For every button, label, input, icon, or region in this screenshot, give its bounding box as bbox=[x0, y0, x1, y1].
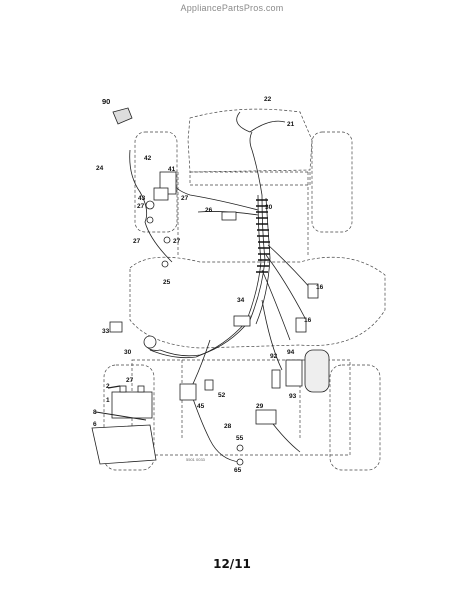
callout-label: 24 bbox=[96, 165, 104, 172]
callout-label: 41 bbox=[168, 166, 176, 173]
callout-label: 27 bbox=[137, 203, 145, 210]
wire-bundle bbox=[129, 111, 313, 463]
callout-label: 2 bbox=[106, 383, 110, 390]
callout-label: 21 bbox=[287, 121, 295, 128]
callout-label: 90 bbox=[102, 97, 110, 106]
callout-label: 42 bbox=[144, 155, 152, 162]
callout-label: 25 bbox=[163, 279, 171, 286]
callout-label: 45 bbox=[197, 403, 205, 410]
callout-label: 8 bbox=[93, 409, 97, 416]
callout-label: 94 bbox=[287, 349, 295, 356]
callout-labels: 90 22 21 24 42 41 43 27 27 27 27 26 30 2… bbox=[93, 96, 324, 474]
diagram-code: 5501 0033 bbox=[186, 457, 205, 462]
callout-label: 34 bbox=[237, 297, 245, 304]
callout-label: 33 bbox=[102, 328, 110, 335]
components bbox=[91, 107, 330, 466]
callout-label: 1 bbox=[106, 397, 110, 404]
callout-label: 22 bbox=[264, 96, 272, 103]
callout-label: 30 bbox=[124, 349, 132, 356]
callout-label: 27 bbox=[133, 238, 141, 245]
callout-label: 43 bbox=[138, 195, 146, 202]
callout-label: 28 bbox=[224, 423, 232, 430]
callout-label: 92 bbox=[270, 353, 278, 360]
callout-label: 52 bbox=[218, 392, 226, 399]
callout-label: 27 bbox=[173, 238, 181, 245]
callout-label: 26 bbox=[205, 207, 213, 214]
callout-label: 6 bbox=[93, 421, 97, 428]
callout-label: 55 bbox=[236, 435, 244, 442]
callout-label: 16 bbox=[304, 317, 312, 324]
loom-coil bbox=[256, 199, 270, 273]
callout-label: 27 bbox=[181, 195, 189, 202]
page-number: 12/11 bbox=[213, 557, 251, 571]
callout-label: 27 bbox=[126, 377, 134, 384]
callout-label: 29 bbox=[256, 403, 264, 410]
site-watermark: AppliancePartsPros.com bbox=[180, 3, 284, 13]
callout-label: 30 bbox=[265, 204, 273, 211]
callout-label: 65 bbox=[234, 467, 242, 474]
callout-label: 93 bbox=[289, 393, 297, 400]
callout-label: 16 bbox=[316, 284, 324, 291]
